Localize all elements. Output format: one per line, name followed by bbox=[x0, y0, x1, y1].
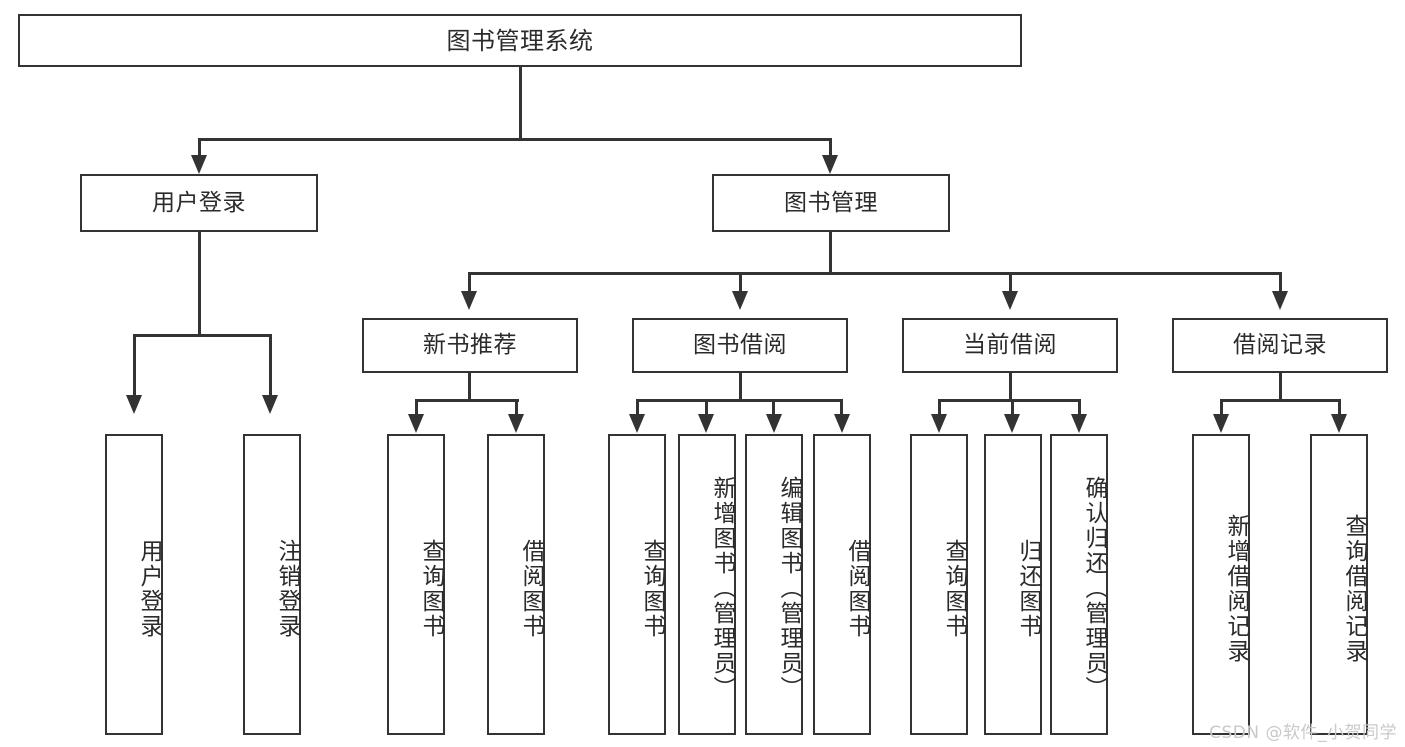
node-leaf-user-login[interactable]: 用户登录 bbox=[105, 434, 163, 735]
edge-record-stem bbox=[1279, 373, 1282, 401]
arrow-to-current-loan bbox=[1002, 291, 1018, 310]
node-loan-record[interactable]: 借阅记录 bbox=[1172, 318, 1388, 373]
arrow-to-new-book-rec bbox=[461, 291, 477, 310]
arrow-to-leaf-rec-borrow bbox=[508, 414, 524, 433]
node-leaf-user-logout-label: 注销登录 bbox=[274, 538, 300, 639]
node-leaf-record-query-label: 查询借阅记录 bbox=[1341, 513, 1367, 664]
node-leaf-rec-query[interactable]: 查询图书 bbox=[387, 434, 445, 735]
edge-book-manage-stem bbox=[829, 232, 832, 274]
edge-book-manage-bar bbox=[468, 272, 1282, 275]
edge-record-r bbox=[1338, 399, 1341, 416]
node-current-loan-label: 当前借阅 bbox=[963, 332, 1057, 358]
node-leaf-loan-query-label: 查询图书 bbox=[941, 538, 967, 639]
arrow-to-leaf-borrow-edit bbox=[766, 414, 782, 433]
node-user-login[interactable]: 用户登录 bbox=[80, 174, 318, 232]
arrow-to-leaf-borrow-add bbox=[698, 414, 714, 433]
node-book-borrow[interactable]: 图书借阅 bbox=[632, 318, 848, 373]
watermark-text: CSDN @软件_小贺同学 bbox=[1209, 723, 1397, 743]
node-leaf-record-query[interactable]: 查询借阅记录 bbox=[1310, 434, 1368, 735]
edge-root-to-book-manage bbox=[829, 138, 832, 158]
arrow-to-leaf-loan-query bbox=[931, 414, 947, 433]
edge-book-manage-b1 bbox=[468, 272, 471, 293]
arrow-to-user-login bbox=[191, 155, 207, 174]
edge-rec-r bbox=[515, 399, 518, 416]
edge-record-l bbox=[1220, 399, 1223, 416]
edge-book-manage-b2 bbox=[739, 272, 742, 293]
node-leaf-loan-confirm[interactable]: 确认归还（管理员） bbox=[1050, 434, 1108, 735]
edge-rec-l bbox=[415, 399, 418, 416]
edge-loan-stem bbox=[1009, 373, 1012, 401]
node-leaf-borrow-edit-label: 编辑图书（管理员） bbox=[776, 476, 802, 701]
arrow-to-leaf-user-login bbox=[126, 395, 142, 414]
arrow-to-leaf-user-logout bbox=[262, 395, 278, 414]
node-leaf-rec-borrow[interactable]: 借阅图书 bbox=[487, 434, 545, 735]
node-leaf-record-add[interactable]: 新增借阅记录 bbox=[1192, 434, 1250, 735]
node-leaf-borrow-query-label: 查询图书 bbox=[639, 538, 665, 639]
edge-loan-b2 bbox=[1011, 399, 1014, 416]
node-current-loan[interactable]: 当前借阅 bbox=[902, 318, 1118, 373]
node-leaf-borrow-edit[interactable]: 编辑图书（管理员） bbox=[745, 434, 803, 735]
node-leaf-borrow-query[interactable]: 查询图书 bbox=[608, 434, 666, 735]
node-leaf-user-logout[interactable]: 注销登录 bbox=[243, 434, 301, 735]
node-leaf-rec-query-label: 查询图书 bbox=[418, 538, 444, 639]
edge-book-manage-b3 bbox=[1009, 272, 1012, 293]
node-leaf-borrow-lend-label: 借阅图书 bbox=[844, 538, 870, 639]
node-book-manage-label: 图书管理 bbox=[784, 189, 878, 216]
edge-root-to-user-login bbox=[198, 138, 201, 158]
arrow-to-leaf-record-add bbox=[1213, 414, 1229, 433]
edge-user-login-r bbox=[269, 334, 272, 397]
node-loan-record-label: 借阅记录 bbox=[1233, 332, 1327, 358]
node-leaf-loan-return[interactable]: 归还图书 bbox=[984, 434, 1042, 735]
node-book-manage[interactable]: 图书管理 bbox=[712, 174, 950, 232]
node-leaf-loan-confirm-label: 确认归还（管理员） bbox=[1081, 476, 1107, 701]
node-leaf-loan-return-label: 归还图书 bbox=[1015, 538, 1041, 639]
node-leaf-borrow-add[interactable]: 新增图书（管理员） bbox=[678, 434, 736, 735]
edge-user-login-stem bbox=[198, 232, 201, 336]
edge-user-login-l bbox=[133, 334, 136, 397]
arrow-to-leaf-borrow-lend bbox=[834, 414, 850, 433]
node-root[interactable]: 图书管理系统 bbox=[18, 14, 1022, 67]
node-leaf-loan-query[interactable]: 查询图书 bbox=[910, 434, 968, 735]
node-leaf-user-login-label: 用户登录 bbox=[136, 538, 162, 639]
arrow-to-leaf-record-query bbox=[1331, 414, 1347, 433]
edge-loan-b1 bbox=[938, 399, 941, 416]
node-leaf-rec-borrow-label: 借阅图书 bbox=[518, 538, 544, 639]
node-root-label: 图书管理系统 bbox=[446, 26, 594, 55]
edge-borrow-bar bbox=[636, 399, 843, 402]
node-leaf-record-add-label: 新增借阅记录 bbox=[1223, 513, 1249, 664]
edge-root-stem bbox=[519, 67, 522, 140]
edge-borrow-b3 bbox=[772, 399, 775, 416]
edge-rec-bar bbox=[415, 399, 519, 402]
node-book-borrow-label: 图书借阅 bbox=[693, 332, 787, 358]
edge-borrow-b2 bbox=[705, 399, 708, 416]
edge-root-bar bbox=[198, 138, 831, 141]
node-user-login-label: 用户登录 bbox=[152, 189, 246, 216]
edge-borrow-b4 bbox=[840, 399, 843, 416]
edge-borrow-stem bbox=[739, 373, 742, 401]
edge-book-manage-b4 bbox=[1279, 272, 1282, 293]
node-leaf-borrow-lend[interactable]: 借阅图书 bbox=[813, 434, 871, 735]
node-leaf-borrow-add-label: 新增图书（管理员） bbox=[709, 476, 735, 701]
edge-loan-b3 bbox=[1078, 399, 1081, 416]
arrow-to-book-manage bbox=[822, 155, 838, 174]
arrow-to-leaf-loan-return bbox=[1004, 414, 1020, 433]
arrow-to-loan-record bbox=[1272, 291, 1288, 310]
node-new-book-rec[interactable]: 新书推荐 bbox=[362, 318, 578, 373]
node-new-book-rec-label: 新书推荐 bbox=[423, 332, 517, 358]
edge-rec-stem bbox=[468, 373, 471, 401]
edge-user-login-bar bbox=[133, 334, 271, 337]
arrow-to-leaf-borrow-query bbox=[629, 414, 645, 433]
edge-record-bar bbox=[1220, 399, 1340, 402]
arrow-to-leaf-loan-confirm bbox=[1071, 414, 1087, 433]
edge-loan-bar bbox=[938, 399, 1081, 402]
arrow-to-leaf-rec-query bbox=[408, 414, 424, 433]
arrow-to-book-borrow bbox=[732, 291, 748, 310]
edge-borrow-b1 bbox=[636, 399, 639, 416]
